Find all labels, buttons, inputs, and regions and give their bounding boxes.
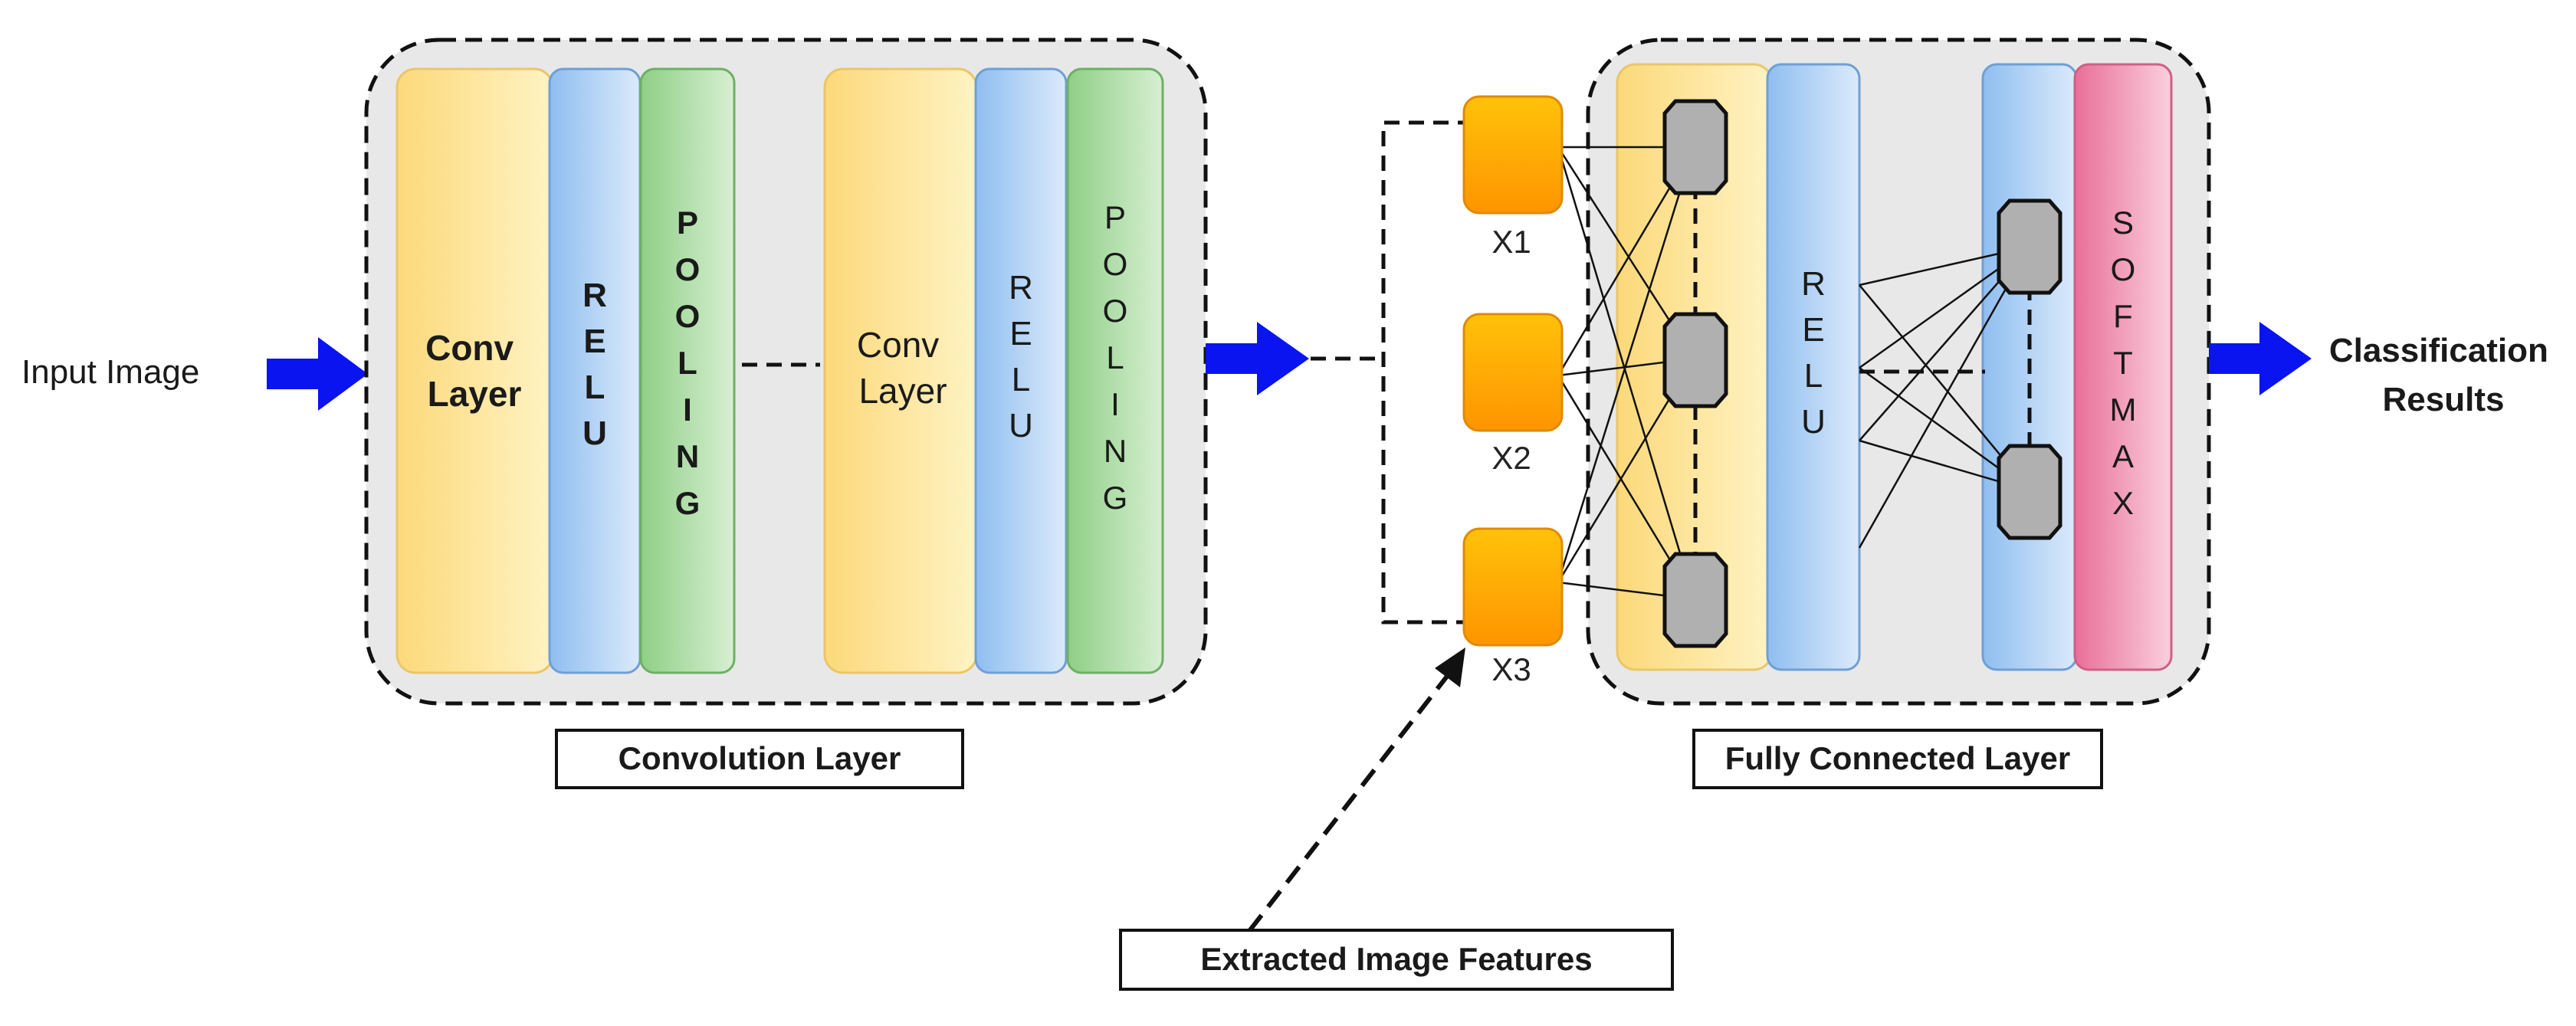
svg-text:O: O [1103, 293, 1128, 329]
extracted-features-pointer [1247, 673, 1451, 933]
svg-text:R: R [1801, 265, 1826, 303]
svg-text:P: P [1104, 199, 1126, 235]
svg-text:F: F [2113, 298, 2133, 334]
extracted-features-caption: Extracted Image Features [1200, 941, 1592, 977]
svg-text:E: E [583, 323, 605, 360]
relu-label: R E L U [582, 277, 607, 452]
feature-label-x1: X1 [1491, 224, 1531, 260]
extracted-features-caption-box [1119, 929, 1674, 991]
output-node [1997, 444, 2062, 540]
svg-text:O: O [2111, 251, 2136, 287]
feature-label-x3: X3 [1491, 651, 1531, 687]
pooling-box [639, 67, 736, 674]
svg-text:L: L [585, 369, 605, 406]
svg-text:R: R [582, 277, 607, 314]
conv-block-2: Conv Layer R E L U P O O L I N G [823, 67, 1164, 674]
svg-text:L: L [1106, 339, 1124, 375]
svg-text:R: R [1009, 269, 1033, 306]
fully-connected-caption: Fully Connected Layer [1725, 740, 2070, 776]
svg-text:L: L [1012, 361, 1030, 398]
relu-label: R E L U [1009, 269, 1033, 444]
conv-layer-label: Conv Layer [425, 328, 523, 414]
svg-text:X: X [2112, 485, 2134, 521]
convolution-caption-box [555, 729, 964, 789]
pooling-label: P O O L I N G [675, 205, 701, 521]
softmax-label: S O F T M A X [2110, 205, 2137, 521]
hidden-node [1662, 99, 1728, 195]
features-bracket [1381, 120, 1473, 624]
feature-box-x3 [1462, 527, 1564, 647]
relu-box [974, 67, 1068, 674]
svg-text:U: U [582, 415, 607, 452]
svg-text:I: I [683, 392, 692, 428]
svg-text:U: U [1801, 403, 1826, 441]
classification-results-label: Classification Results [2329, 332, 2558, 418]
input-image-label: Input Image [21, 353, 199, 391]
svg-text:G: G [675, 485, 701, 521]
feature-box-x2 [1462, 313, 1564, 432]
conv-layer-label: Conv Layer [857, 325, 949, 411]
svg-text:O: O [675, 251, 701, 287]
svg-text:O: O [675, 298, 701, 334]
input-arrow [267, 337, 368, 411]
pooling-box [1066, 67, 1164, 674]
svg-text:L: L [678, 345, 697, 381]
svg-text:M: M [2110, 392, 2137, 428]
svg-text:L: L [1804, 357, 1823, 395]
svg-text:U: U [1009, 407, 1033, 444]
svg-text:N: N [1104, 433, 1127, 469]
hidden-node [1662, 312, 1728, 408]
svg-text:T: T [2113, 345, 2133, 381]
svg-text:O: O [1103, 246, 1128, 282]
svg-text:E: E [1802, 311, 1824, 349]
fc-relu-label: R E L U [1801, 265, 1826, 441]
hidden-node [1662, 552, 1728, 648]
svg-text:S: S [2112, 205, 2134, 241]
output-arrow [2209, 322, 2312, 395]
svg-text:N: N [676, 438, 699, 474]
conv-layer-box [395, 67, 554, 674]
svg-text:I: I [1111, 386, 1120, 422]
feature-box-x1 [1462, 95, 1564, 215]
svg-text:E: E [1009, 315, 1032, 352]
extracted-features-arrowhead [1435, 647, 1465, 687]
pooling-label: P O O L I N G [1103, 199, 1128, 516]
softmax-box [2073, 63, 2173, 671]
feature-label-x2: X2 [1491, 440, 1531, 476]
conv-output-arrow [1206, 322, 1309, 395]
svg-text:P: P [677, 205, 698, 241]
output-node [1997, 198, 2062, 295]
fully-connected-caption-box [1692, 729, 2103, 789]
conv-block-1: Conv Layer R E L U P O O L I N G [395, 67, 736, 674]
svg-text:A: A [2112, 438, 2134, 474]
svg-text:G: G [1103, 480, 1128, 516]
convolution-caption: Convolution Layer [619, 740, 901, 776]
